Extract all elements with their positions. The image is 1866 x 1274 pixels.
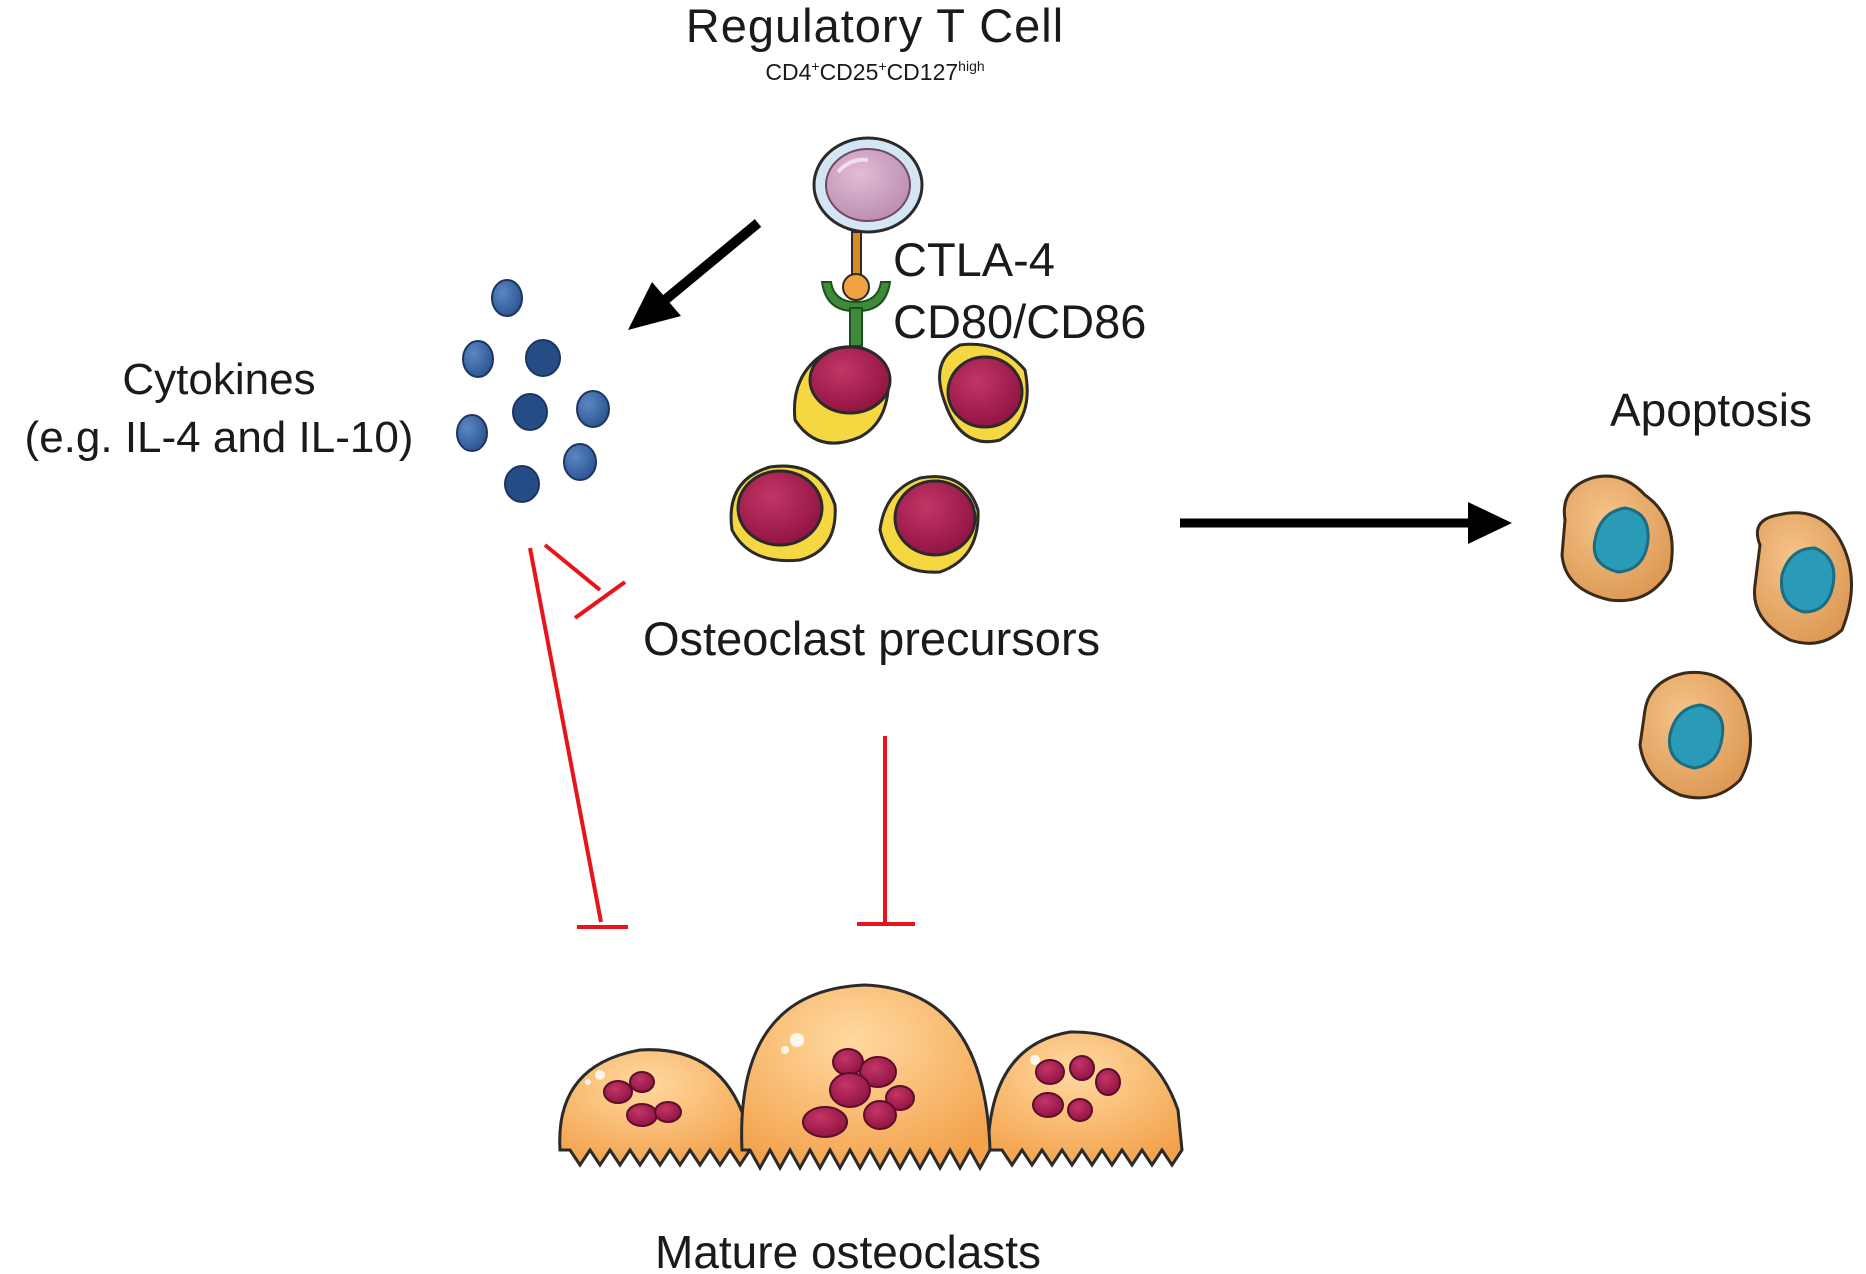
regulatory-t-cell [812,136,924,234]
treg-title: Regulatory T Cell [685,0,1065,52]
arrow-to-apoptosis [1180,502,1512,544]
apoptosis-label: Apoptosis [1610,384,1813,436]
treg-markers: CD4+CD25+CD127high [765,58,985,85]
inhibition-precursors-to-mature [857,736,915,926]
cd80-cd86-label: CD80/CD86 [893,295,1147,348]
cytokine-particles [456,279,610,503]
ctla4-receptor [842,231,870,301]
cytokines-example-label: (e.g. IL-4 and IL-10) [24,413,414,462]
cytokines-label: Cytokines [122,355,316,404]
mature-osteoclasts-label: Mature osteoclasts [655,1226,1042,1274]
cd80-cd86-receptor [820,281,892,347]
inhibition-cytokines-to-mature [528,547,628,929]
mature-osteoclasts [558,983,1184,1172]
inhibition-cytokines-to-precursors [543,543,627,620]
osteoclast-precursor-cells [729,342,1029,574]
osteoclast-precursors-label: Osteoclast precursors [643,612,1101,665]
apoptotic-cells [1560,474,1853,800]
ctla4-label: CTLA-4 [893,233,1055,286]
arrow-to-cytokines [628,219,762,330]
